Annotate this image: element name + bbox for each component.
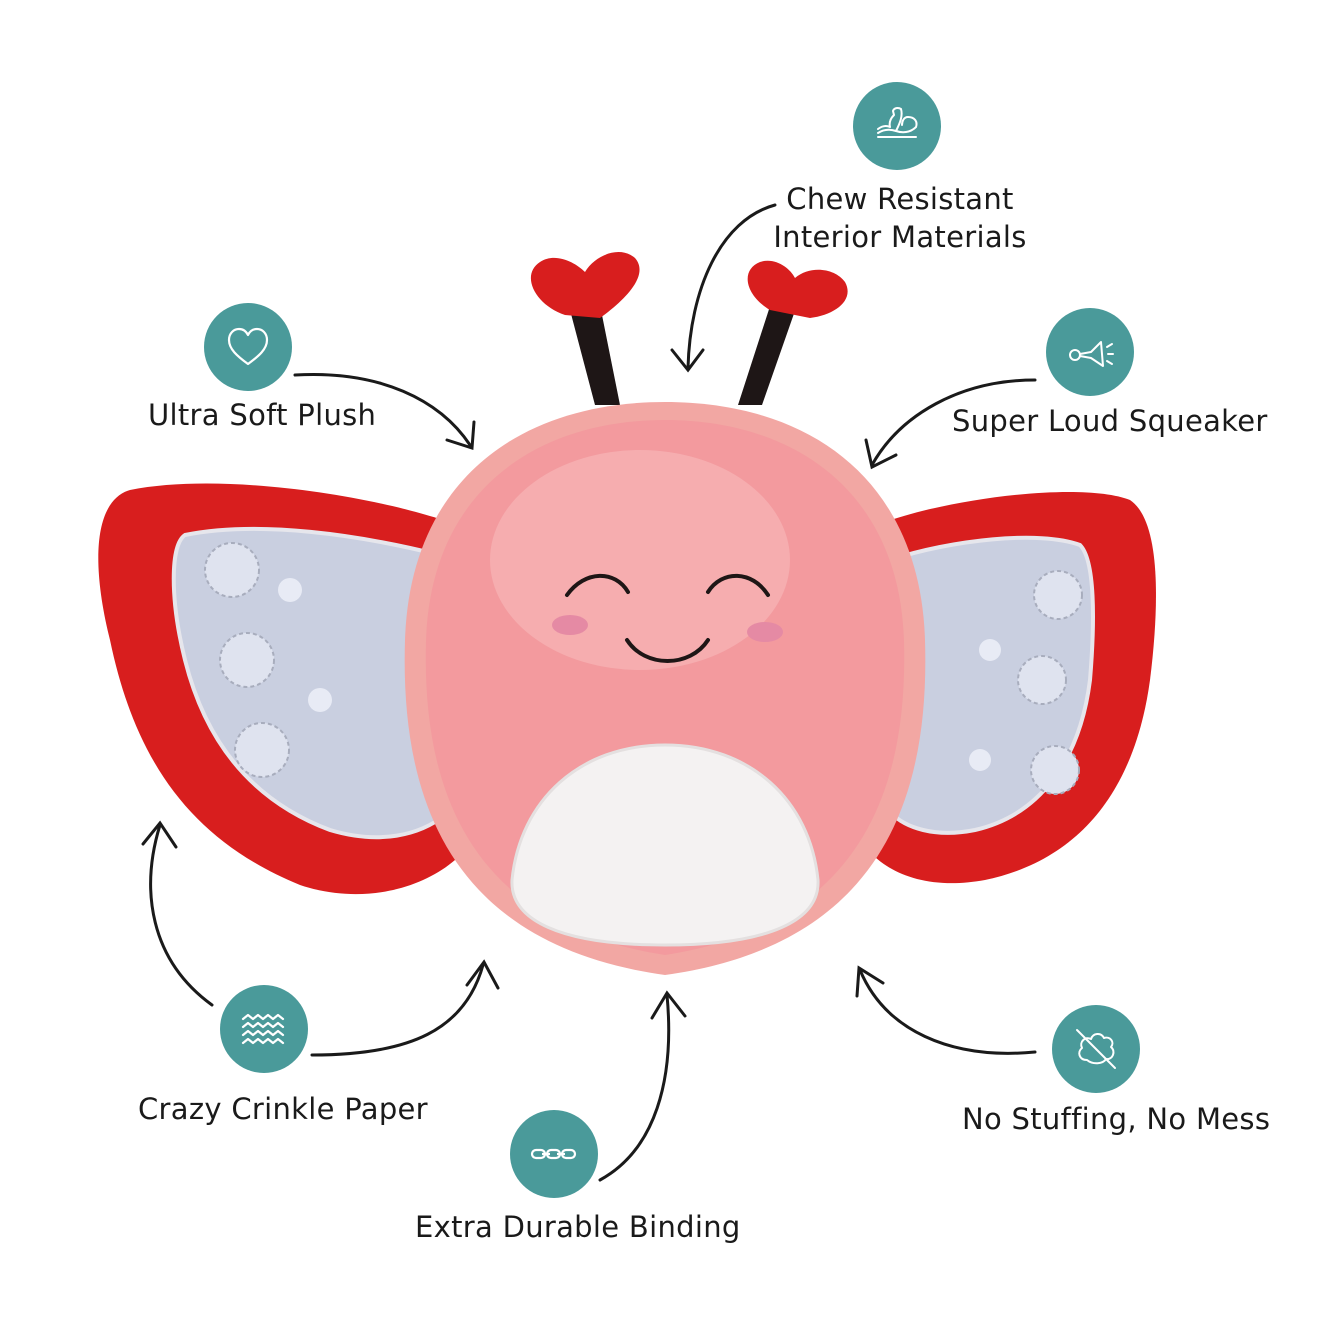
left-wing xyxy=(98,483,470,895)
chew-resistant-badge xyxy=(853,82,941,170)
ultra-soft-plush-label: Ultra Soft Plush xyxy=(148,398,377,432)
arrow-crinkle-right-head xyxy=(465,959,500,990)
left-cheek xyxy=(552,615,588,635)
arrow-stuffing xyxy=(858,968,1037,1055)
arrow-crinkle-right xyxy=(310,963,485,1057)
antennae xyxy=(530,252,848,405)
right-eye xyxy=(706,573,770,597)
heart-icon xyxy=(227,327,269,366)
right-cheek xyxy=(747,622,783,642)
arrow-crinkle-up-head xyxy=(141,820,178,849)
arrow-plush xyxy=(293,372,472,447)
chain-icon xyxy=(530,1148,577,1160)
arrow-binding-head xyxy=(650,990,687,1020)
super-loud-squeaker-label: Super Loud Squeaker xyxy=(952,404,1268,438)
toy-body xyxy=(404,402,926,975)
no-stuffing-badge xyxy=(1052,1005,1140,1093)
crazy-crinkle-paper-badge xyxy=(220,985,308,1073)
chew-resistant-line2: Interior Materials xyxy=(773,220,1027,254)
arrow-chew-head xyxy=(670,348,705,373)
waves-icon xyxy=(241,1013,285,1045)
belly-patch xyxy=(510,743,820,947)
chew-resistant-label: Chew Resistant Interior Materials xyxy=(760,180,1040,256)
chew-resistant-line1: Chew Resistant xyxy=(786,182,1014,216)
mouth xyxy=(625,638,710,663)
right-wing xyxy=(865,491,1156,884)
arrow-squeaker xyxy=(870,378,1037,467)
ultra-soft-plush-badge xyxy=(204,303,292,391)
extra-durable-binding-label: Extra Durable Binding xyxy=(415,1210,741,1244)
arrow-crinkle-up xyxy=(149,823,214,1007)
no-stuffing-label: No Stuffing, No Mess xyxy=(962,1102,1271,1136)
arrow-plush-head xyxy=(445,420,476,451)
arrow-stuffing-head xyxy=(855,965,885,998)
super-loud-squeaker-badge xyxy=(1046,308,1134,396)
horn-icon xyxy=(1069,341,1114,367)
flexed-arm-icon xyxy=(877,106,918,138)
no-cotton-icon xyxy=(1076,1029,1116,1069)
callout-arrows xyxy=(141,203,1037,1182)
arrow-binding xyxy=(598,993,671,1182)
extra-durable-binding-badge xyxy=(510,1110,598,1198)
left-eye xyxy=(565,573,630,597)
arrow-chew xyxy=(686,203,777,370)
crazy-crinkle-paper-label: Crazy Crinkle Paper xyxy=(138,1092,428,1126)
arrow-squeaker-head xyxy=(864,438,898,470)
